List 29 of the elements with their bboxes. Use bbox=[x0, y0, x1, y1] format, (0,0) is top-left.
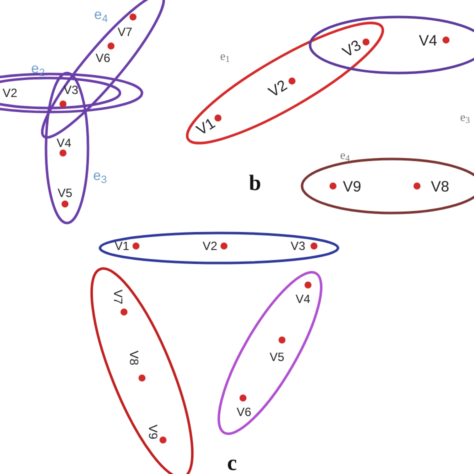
vertex-label: V1 bbox=[114, 240, 130, 252]
vertex-label: V5 bbox=[270, 351, 284, 363]
hyperedge-label: e$_{3}$ bbox=[460, 111, 470, 123]
vertex-label: V4 bbox=[296, 293, 310, 305]
vertex-label: V3 bbox=[64, 84, 78, 96]
vertex-label: V8 bbox=[430, 180, 450, 194]
vertex-label: V8 bbox=[128, 350, 140, 366]
vertex-label: V2 bbox=[2, 87, 18, 99]
vertex-label: V6 bbox=[96, 52, 110, 64]
vertex-label: V1 bbox=[194, 116, 218, 138]
vertex-label: V2 bbox=[202, 240, 218, 252]
vertex-label: V5 bbox=[58, 187, 72, 199]
vertex-label: V9 bbox=[147, 424, 159, 440]
vertex-label: V4 bbox=[418, 34, 438, 48]
panel-letter: b bbox=[248, 172, 262, 194]
hyperedge-label: e$_{2}$ bbox=[31, 61, 45, 75]
panel-letter: c bbox=[227, 452, 237, 474]
vertex-label: V2 bbox=[266, 78, 290, 100]
hyperedge-label: e$_{4}$ bbox=[340, 149, 350, 161]
vertex-label: V3 bbox=[290, 240, 306, 252]
hyperedge-label: e$_{4}$ bbox=[94, 7, 108, 21]
hyperedge-label: e$_{3}$ bbox=[93, 168, 107, 182]
vertex-label: V7 bbox=[112, 290, 124, 304]
vertex-label: V7 bbox=[118, 26, 132, 38]
hyperedge-label: e$_{1}$ bbox=[220, 50, 230, 62]
vertex-label: V4 bbox=[56, 137, 72, 149]
vertex-label: V6 bbox=[236, 406, 252, 418]
vertex-label: V3 bbox=[340, 38, 364, 60]
vertex-label: V9 bbox=[342, 180, 362, 194]
